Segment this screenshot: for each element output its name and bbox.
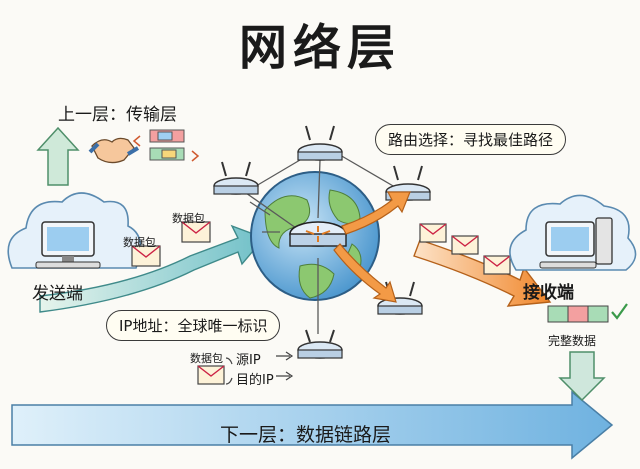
- down-arrow-to-lower-layer: [560, 352, 604, 400]
- packet-label: 数据包: [172, 210, 205, 226]
- receiver-label: 接收端: [523, 278, 574, 303]
- router-left: [214, 162, 258, 194]
- source-ip-label: 源IP: [236, 349, 261, 368]
- packet-envelope-icon: [420, 224, 446, 242]
- checkmark-icon: [612, 304, 627, 318]
- complete-data-blocks: [548, 306, 608, 322]
- complete-data-label: 完整数据: [548, 332, 596, 349]
- up-arrow-to-upper-layer: [38, 128, 78, 185]
- packet-envelope-icon: [452, 236, 478, 254]
- page-title: 网络层: [0, 8, 640, 78]
- routing-callout: 路由选择：寻找最佳路径: [375, 124, 566, 155]
- upper-layer-label: 上一层：传输层: [58, 100, 177, 125]
- ip-address-callout: IP地址：全球唯一标识: [106, 310, 280, 341]
- packet-envelope-icon: [198, 366, 224, 384]
- router-center: [290, 222, 346, 246]
- dest-ip-label: 目的IP: [236, 369, 274, 388]
- packet-label: 数据包: [123, 234, 156, 250]
- sender-label: 发送端: [32, 279, 83, 304]
- router-bottom: [298, 330, 342, 358]
- packet-envelope-icon: [484, 256, 510, 274]
- packet-label: 数据包: [190, 350, 223, 366]
- router-top: [298, 126, 342, 160]
- segment-transfer-icon: [134, 130, 198, 161]
- handshake-icon: [90, 138, 138, 162]
- lower-layer-label: 下一层：数据链路层: [220, 420, 391, 447]
